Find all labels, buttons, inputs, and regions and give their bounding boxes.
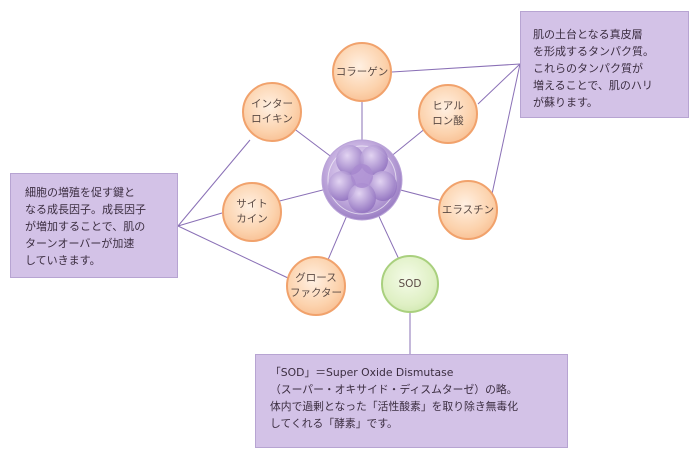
node-collagen: コラーゲン xyxy=(332,42,392,102)
note-line: を形成するタンパク質。 xyxy=(533,45,654,58)
note-line: ターンオーバーが加速 xyxy=(25,237,135,250)
note-line: してくれる「酵素」です。 xyxy=(270,417,398,430)
node-cytokine: サイトカイン xyxy=(222,182,282,242)
node-growth-label: グロースファクター xyxy=(289,272,343,299)
node-sod: SOD xyxy=(381,255,439,313)
note-line: していきます。 xyxy=(25,254,101,267)
note-dermis-proteins: 肌の土台となる真皮層 を形成するタンパク質。 これらのタンパク質が 増えることで… xyxy=(520,11,689,118)
node-growth: グロースファクター xyxy=(286,256,346,316)
note-link-collagen xyxy=(391,63,521,73)
note-line: 細胞の増殖を促す鍵と xyxy=(25,186,135,199)
node-sod-label: SOD xyxy=(398,277,422,290)
note-line: 肌の土台となる真皮層 xyxy=(533,28,643,41)
note-line: 「SOD」＝Super Oxide Dismutase xyxy=(270,366,454,379)
node-hyaluronic-label: ヒアルロン酸 xyxy=(432,100,464,127)
note-link-growth xyxy=(177,225,289,279)
note-line: 体内で過剰となった「活性酸素」を取り除き無毒化 xyxy=(270,400,519,413)
note-link-elastin xyxy=(491,63,521,195)
note-line: なる成長因子。成長因子 xyxy=(25,203,146,216)
note-link-cytokine xyxy=(177,212,223,227)
note-line: （スーパー・オキサイド・ディスムターゼ）の略。 xyxy=(270,383,518,396)
note-line: これらのタンパク質が xyxy=(533,62,643,75)
node-interkin-label: インターロイキン xyxy=(251,98,293,125)
note-line: が蘇ります。 xyxy=(533,96,598,109)
node-interkin: インターロイキン xyxy=(242,82,302,142)
node-elastin: エラスチン xyxy=(438,180,498,240)
note-line: が増加することで、肌の xyxy=(25,220,146,233)
note-sod: 「SOD」＝Super Oxide Dismutase （スーパー・オキサイド・… xyxy=(255,354,568,448)
node-cytokine-label: サイトカイン xyxy=(236,198,268,225)
note-line: 増えることで、肌のハリ xyxy=(533,79,653,92)
note-growth-factor: 細胞の増殖を促す鍵と なる成長因子。成長因子 が増加することで、肌の ターンオー… xyxy=(10,173,178,278)
node-collagen-label: コラーゲン xyxy=(335,65,389,78)
cell-cluster-icon xyxy=(321,139,403,221)
node-elastin-label: エラスチン xyxy=(441,203,495,216)
note-link-interkin xyxy=(177,139,251,227)
node-hyaluronic: ヒアルロン酸 xyxy=(418,84,478,144)
note-link-hyaluronic xyxy=(477,63,521,105)
